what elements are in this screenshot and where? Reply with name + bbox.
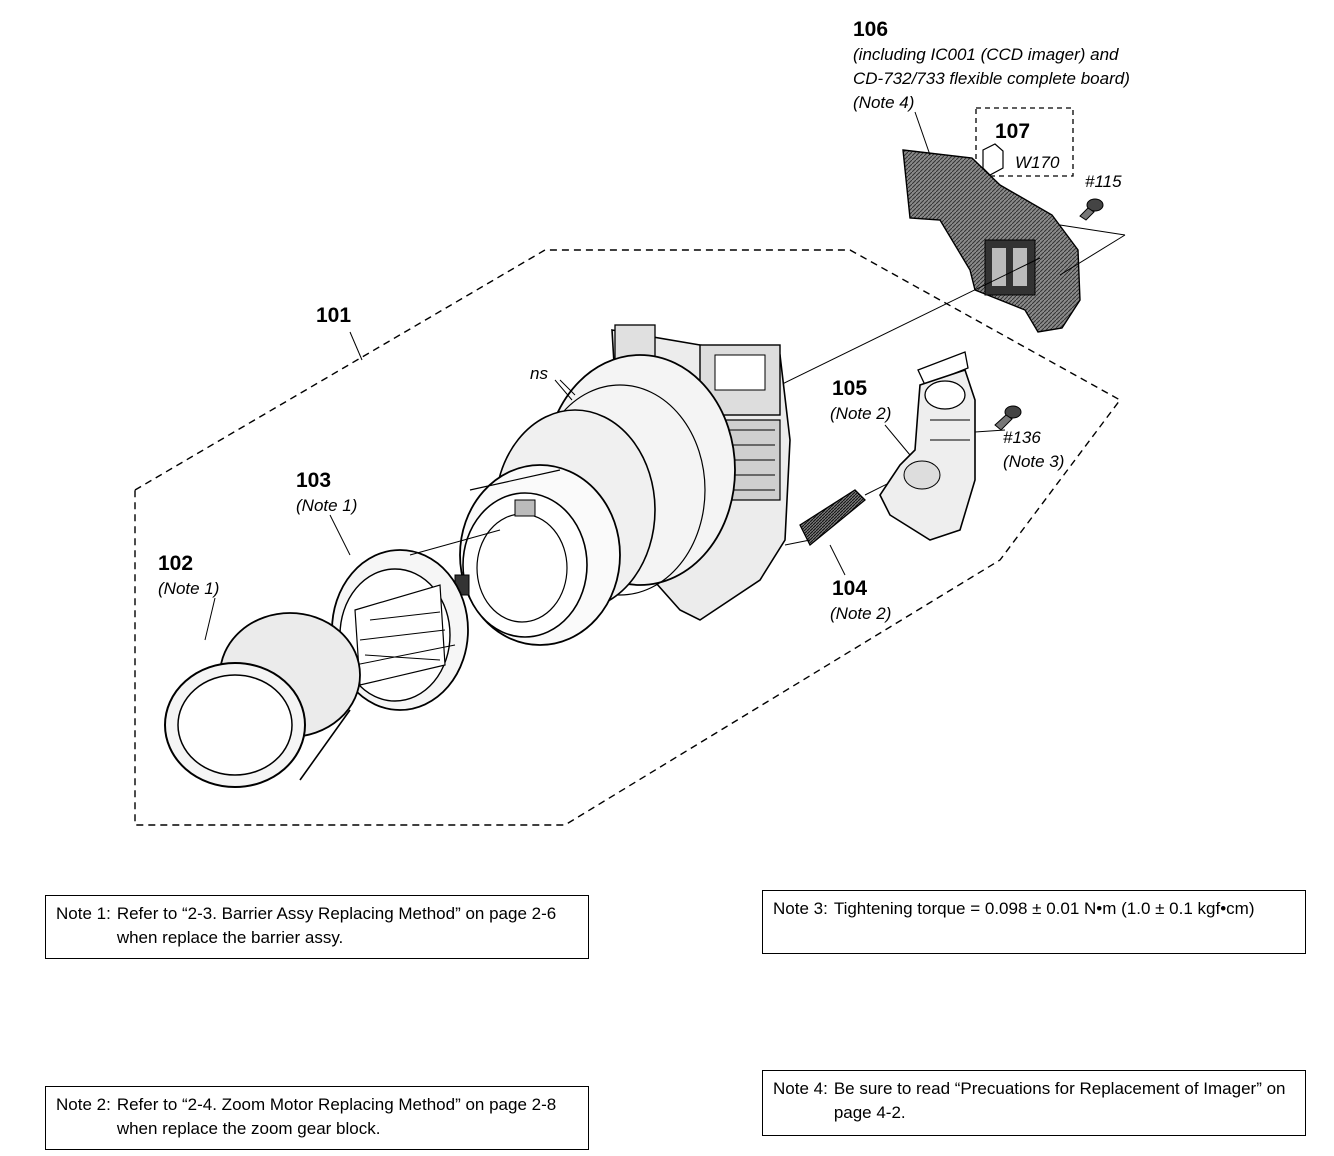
- callout-103-number: 103: [296, 469, 331, 492]
- part-105-zoom-motor: [879, 351, 976, 541]
- note-1-label: Note 1:: [56, 904, 111, 923]
- note-1-text: Refer to “2-3. Barrier Assy Replacing Me…: [116, 904, 557, 947]
- note-4-box: Note 4: Be sure to read “Precuations for…: [762, 1070, 1306, 1136]
- note-2-label: Note 2:: [56, 1095, 111, 1114]
- note-3-text: Tightening torque = 0.098 ± 0.01 N•m (1.…: [833, 899, 1255, 918]
- callout-103-note: (Note 1): [296, 496, 357, 515]
- note-4-label: Note 4:: [773, 1079, 828, 1098]
- callout-ns-label: ns: [530, 364, 548, 383]
- callout-104-note: (Note 2): [830, 604, 891, 623]
- callout-107-number: 107: [995, 120, 1030, 143]
- callout-102-note: (Note 1): [158, 579, 219, 598]
- part-103-barrier-assy: [331, 529, 501, 711]
- callout-104-number: 104: [832, 577, 867, 600]
- callout-101-number: 101: [316, 304, 351, 327]
- assembly-101-outline: [134, 249, 1122, 826]
- note-2-text: Refer to “2-4. Zoom Motor Replacing Meth…: [116, 1095, 557, 1138]
- callout-106-desc-line2: CD-732/733 flexible complete board): [853, 69, 1130, 88]
- callout-102-number: 102: [158, 552, 193, 575]
- part-106-flexible-board: [902, 149, 1081, 333]
- callout-136-note: (Note 3): [1003, 452, 1064, 471]
- note-1-box: Note 1: Refer to “2-3. Barrier Assy Repl…: [45, 895, 589, 959]
- part-102-lens-cover: [164, 612, 361, 788]
- callout-105-note: (Note 2): [830, 404, 891, 423]
- part-107-sheet: [982, 143, 1004, 176]
- callout-115-label: #115: [1085, 172, 1122, 191]
- lens-body: [454, 324, 791, 646]
- part-104-gear-block: [784, 489, 866, 547]
- note-2-box: Note 2: Refer to “2-4. Zoom Motor Replac…: [45, 1086, 589, 1150]
- callout-106-desc-line3: (Note 4): [853, 93, 914, 112]
- screw-115: [1079, 198, 1104, 221]
- callout-136-label: #136: [1003, 428, 1041, 447]
- callout-106-number: 106: [853, 18, 888, 41]
- part-107-box: [975, 107, 1074, 177]
- screw-136: [994, 405, 1022, 431]
- callout-107-sub: W170: [1015, 153, 1060, 172]
- note-3-label: Note 3:: [773, 899, 828, 918]
- callout-105-number: 105: [832, 377, 867, 400]
- note-4-text: Be sure to read “Precuations for Replace…: [833, 1079, 1286, 1122]
- note-3-box: Note 3: Tightening torque = 0.098 ± 0.01…: [762, 890, 1306, 954]
- callout-106-desc-line1: (including IC001 (CCD imager) and: [853, 45, 1119, 64]
